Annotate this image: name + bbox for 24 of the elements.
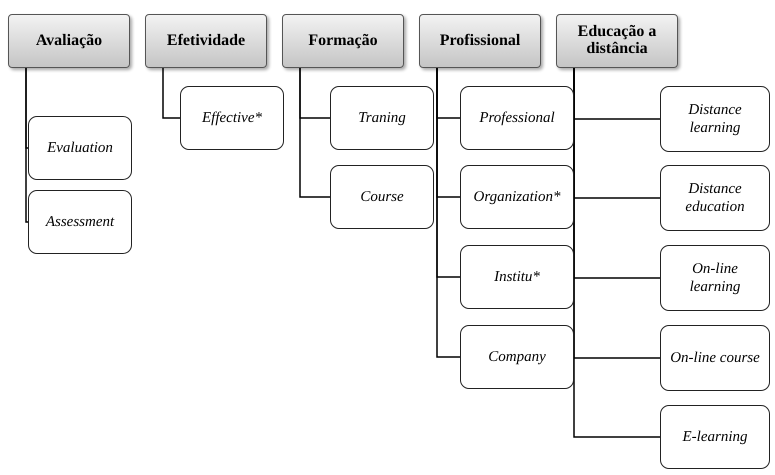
category-box: Profissional: [419, 14, 541, 68]
connector-line: [573, 68, 660, 438]
term-box: Traning: [330, 86, 434, 150]
category-box: Educação a distância: [556, 14, 678, 68]
category-box: Avaliação: [8, 14, 130, 68]
term-box: E-learning: [660, 405, 770, 469]
term-box: On-line learning: [660, 245, 770, 311]
term-box: Effective*: [180, 86, 284, 150]
term-box: On-line course: [660, 325, 770, 391]
term-box: Institu*: [460, 245, 574, 309]
connector-line: [25, 68, 28, 223]
category-box: Efetividade: [145, 14, 267, 68]
term-box: Company: [460, 325, 574, 389]
term-box: Organization*: [460, 165, 574, 229]
term-box: Professional: [460, 86, 574, 150]
category-box: Formação: [282, 14, 404, 68]
term-box: Distance learning: [660, 86, 770, 152]
connector-line: [162, 68, 180, 119]
term-box: Course: [330, 165, 434, 229]
connector-line: [299, 68, 330, 198]
term-box: Assessment: [28, 190, 132, 254]
term-box: Evaluation: [28, 116, 132, 180]
connector-line: [436, 68, 460, 358]
term-box: Distance education: [660, 165, 770, 231]
